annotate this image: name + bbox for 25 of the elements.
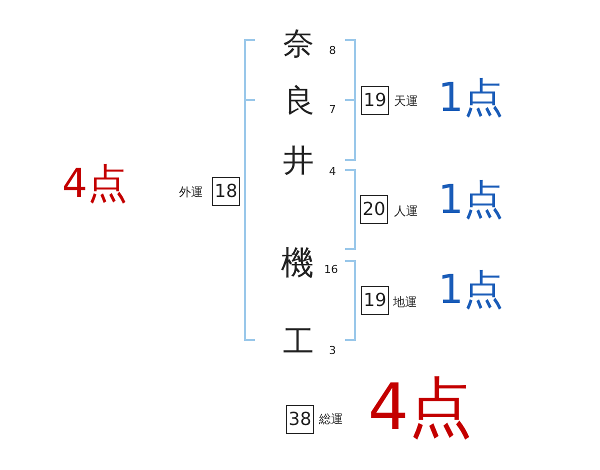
score-text: 1点	[438, 78, 504, 118]
number-box: 19	[361, 286, 389, 315]
score-text: 4点	[62, 164, 128, 204]
score-text: 1点	[438, 270, 504, 310]
name-character: 機	[281, 246, 314, 279]
name-character: 奈	[283, 29, 314, 60]
fortune-label: 天運	[394, 95, 418, 107]
number-box: 19	[361, 86, 389, 115]
name-character: 工	[283, 327, 314, 358]
fortune-label: 人運	[394, 205, 418, 217]
name-character: 井	[283, 146, 314, 177]
stroke-count: 8	[329, 45, 336, 56]
number-box: 20	[360, 195, 388, 224]
number-box: 38	[286, 405, 314, 434]
score-text: 4点	[368, 376, 473, 440]
fortune-label: 外運	[179, 186, 203, 198]
score-text: 1点	[438, 180, 504, 220]
name-character: 良	[284, 86, 315, 117]
stroke-count: 3	[329, 345, 336, 356]
stroke-count: 7	[329, 104, 336, 115]
fortune-label: 総運	[319, 413, 343, 425]
number-box: 18	[212, 177, 240, 206]
stroke-count: 4	[329, 166, 336, 177]
stroke-count: 16	[324, 264, 338, 275]
fortune-label: 地運	[393, 296, 417, 308]
